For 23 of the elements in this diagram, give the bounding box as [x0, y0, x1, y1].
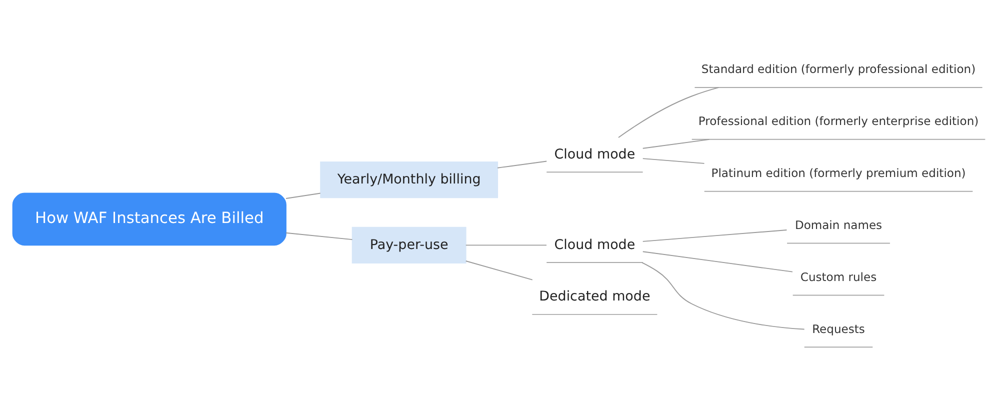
connector [286, 232, 353, 240]
node-text: Cloud mode [554, 238, 636, 253]
node-box: Pay-per-use [352, 226, 466, 264]
node-text: Custom rules [800, 270, 877, 284]
connector [642, 158, 705, 164]
node-text: Professional edition (formerly enterprise edition) [698, 114, 979, 128]
connector [465, 244, 547, 246]
node-text: Requests [812, 322, 865, 336]
connector [642, 262, 805, 330]
connector [497, 160, 548, 168]
connector [618, 87, 720, 138]
node-box: Yearly/Monthly billing [320, 162, 498, 198]
node-text: Cloud mode [554, 147, 636, 162]
node-box: How WAF Instances Are Billed [12, 192, 286, 246]
connector [642, 251, 793, 272]
connector [642, 230, 788, 242]
node-text: Platinum edition (formerly premium edition) [711, 166, 966, 180]
connector [286, 192, 321, 199]
node-text: Domain names [794, 218, 882, 232]
connector [465, 260, 533, 280]
connector [642, 138, 710, 149]
node-text: Standard edition (formerly professional edition) [701, 62, 976, 76]
node-text: Dedicated mode [539, 290, 650, 305]
